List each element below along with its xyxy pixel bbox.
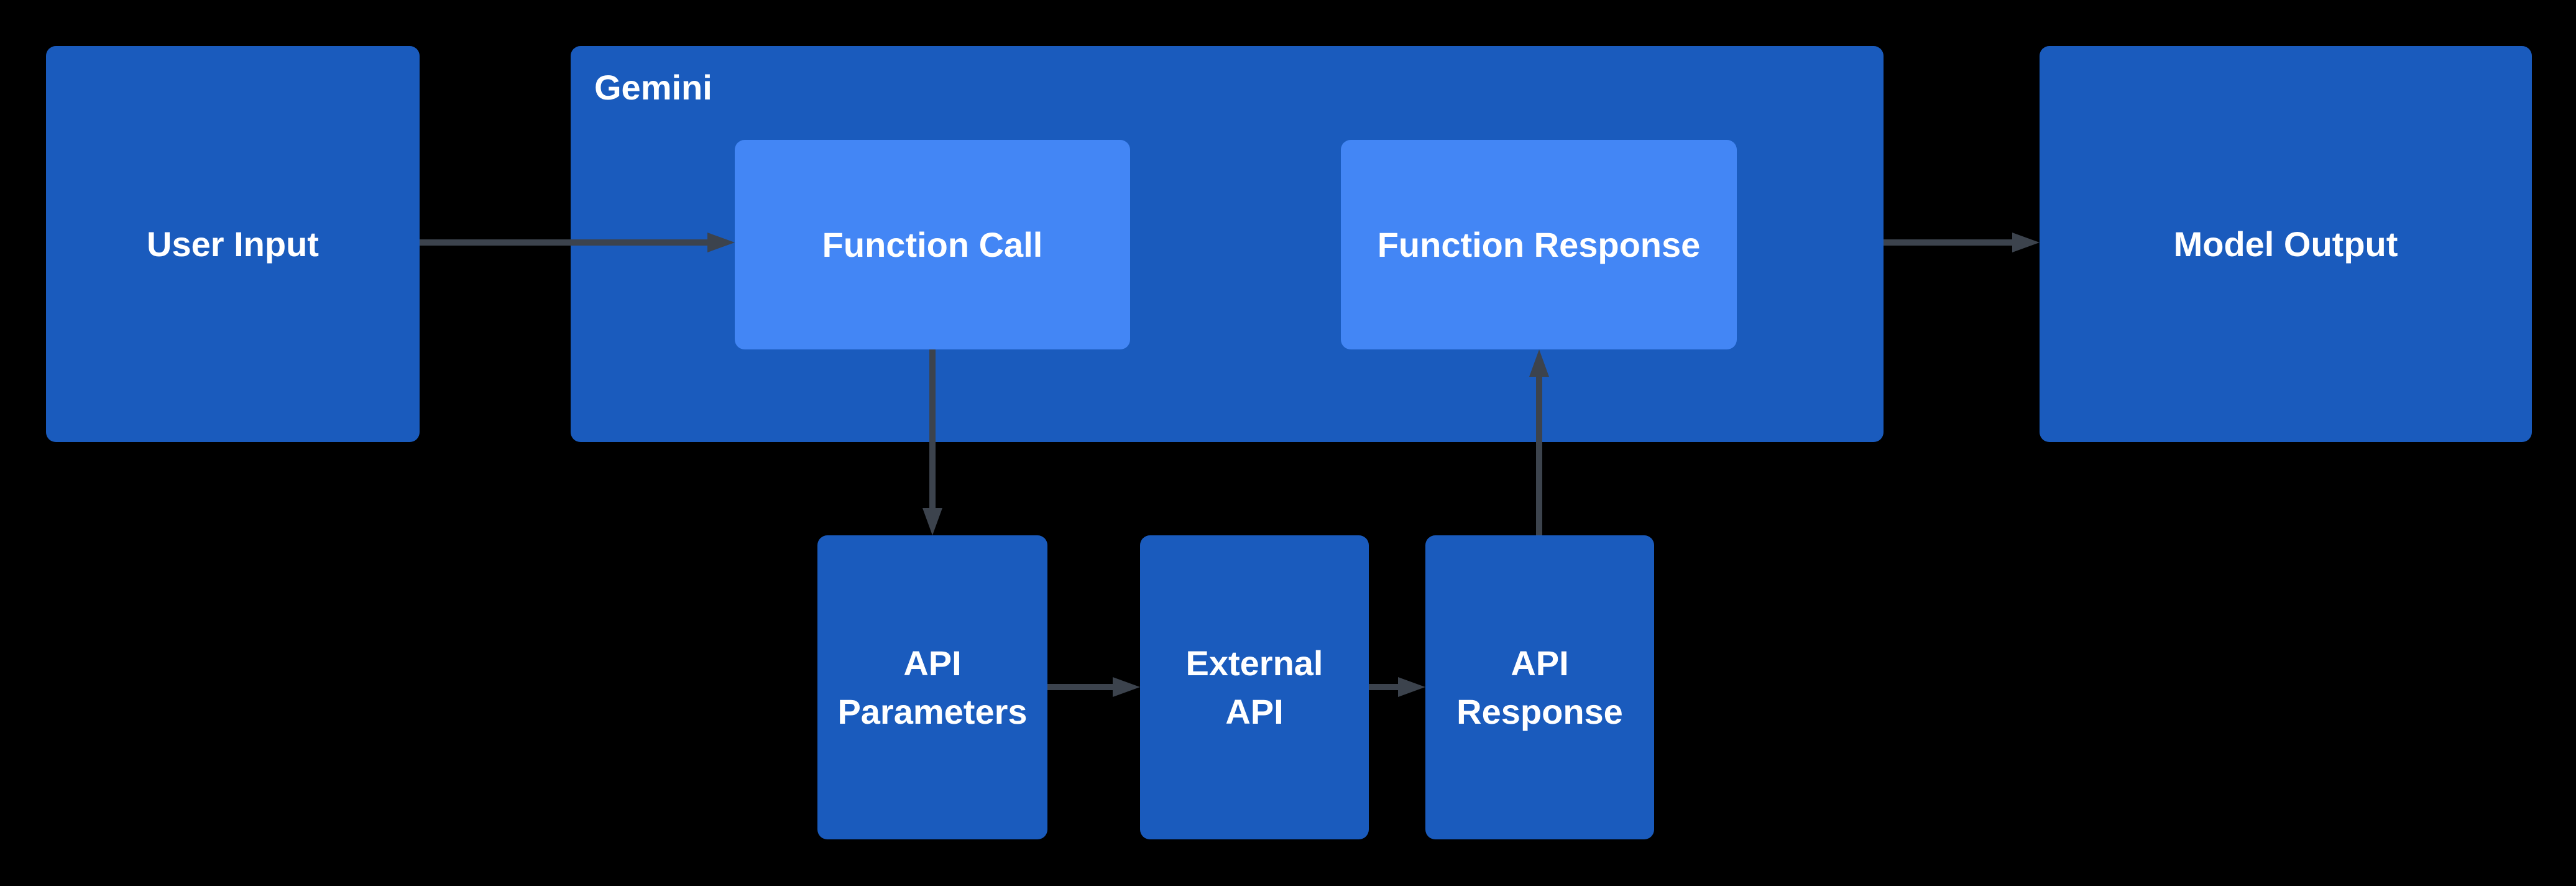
node-api-parameters: API Parameters	[817, 535, 1047, 839]
node-api-response: API Response	[1425, 535, 1654, 839]
node-function-response-label: Function Response	[1377, 224, 1701, 264]
arrow-user-input-to-function-call-line	[420, 239, 707, 246]
arrow-external-api-to-api-response-line	[1369, 684, 1398, 690]
node-gemini-container: Gemini Function Call Function Response	[571, 46, 1884, 442]
node-function-response: Function Response	[1341, 140, 1737, 349]
arrow-up-icon	[1529, 349, 1549, 377]
arrow-gemini-to-model-output-line	[1884, 239, 2012, 246]
node-external-api: External API	[1140, 535, 1369, 839]
arrow-api-response-to-function-response-line	[1536, 377, 1542, 535]
node-model-output-label: Model Output	[2173, 224, 2398, 264]
arrow-right-icon	[1113, 677, 1140, 697]
arrow-right-icon	[1398, 677, 1425, 697]
arrow-function-call-to-api-parameters-line	[929, 349, 936, 508]
node-user-input-label: User Input	[147, 224, 319, 264]
node-api-parameters-label: API Parameters	[837, 644, 1028, 731]
node-model-output: Model Output	[2040, 46, 2532, 442]
node-api-response-label: API Response	[1456, 644, 1623, 731]
node-function-call: Function Call	[735, 140, 1130, 349]
arrow-right-icon	[707, 233, 735, 252]
arrow-right-icon	[2012, 233, 2040, 252]
node-user-input: User Input	[46, 46, 420, 442]
node-external-api-label: External API	[1185, 644, 1323, 731]
arrow-down-icon	[922, 508, 942, 535]
node-function-call-label: Function Call	[822, 224, 1043, 264]
gemini-container-title: Gemini	[594, 68, 712, 107]
arrow-api-parameters-to-external-api-line	[1047, 684, 1113, 690]
